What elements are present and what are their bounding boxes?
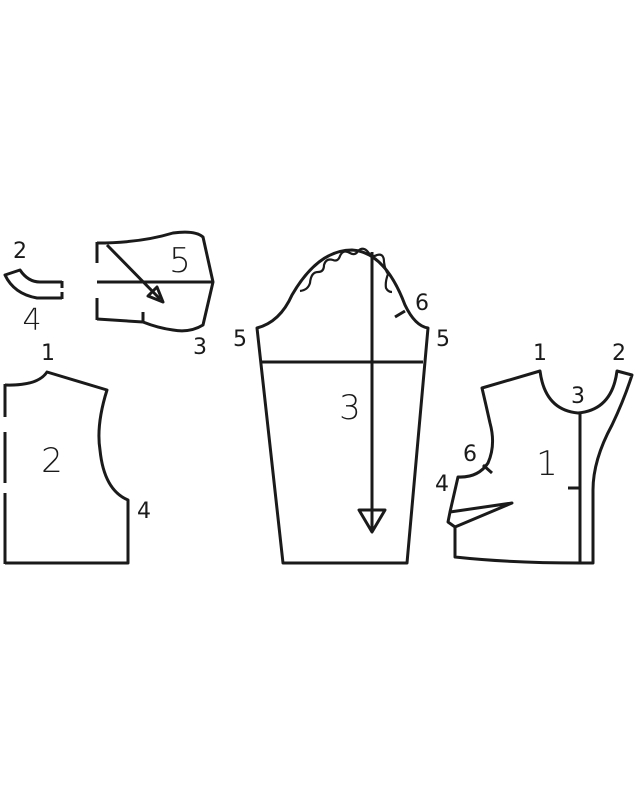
collar-piece: 2 4 <box>3 239 64 338</box>
front-mark-1: 1 <box>533 341 547 366</box>
front-number: 1 <box>536 444 558 484</box>
back-mark-1: 1 <box>41 341 55 366</box>
cuff-piece: 5 3 <box>95 230 215 360</box>
collar-mark-2: 2 <box>13 239 27 264</box>
front-piece: 1 2 3 1 6 4 <box>435 341 634 565</box>
front-mark-2: 2 <box>612 341 626 366</box>
front-mark-6: 6 <box>463 442 477 467</box>
front-mark-3: 3 <box>571 384 585 409</box>
sleeve-mark-6: 6 <box>415 291 429 316</box>
cuff-number: 5 <box>169 241 191 281</box>
cuff-mark-3: 3 <box>193 335 207 360</box>
back-number: 2 <box>41 441 63 481</box>
sleeve-number: 3 <box>339 388 361 428</box>
collar-number: 4 <box>22 303 41 338</box>
sleeve-piece: 5 5 6 3 <box>233 247 450 565</box>
back-mark-4: 4 <box>137 499 151 524</box>
sleeve-mark-5-right: 5 <box>436 327 450 352</box>
back-piece: 1 2 4 <box>3 341 151 565</box>
front-mark-4: 4 <box>435 472 449 497</box>
sleeve-mark-5-left: 5 <box>233 327 247 352</box>
